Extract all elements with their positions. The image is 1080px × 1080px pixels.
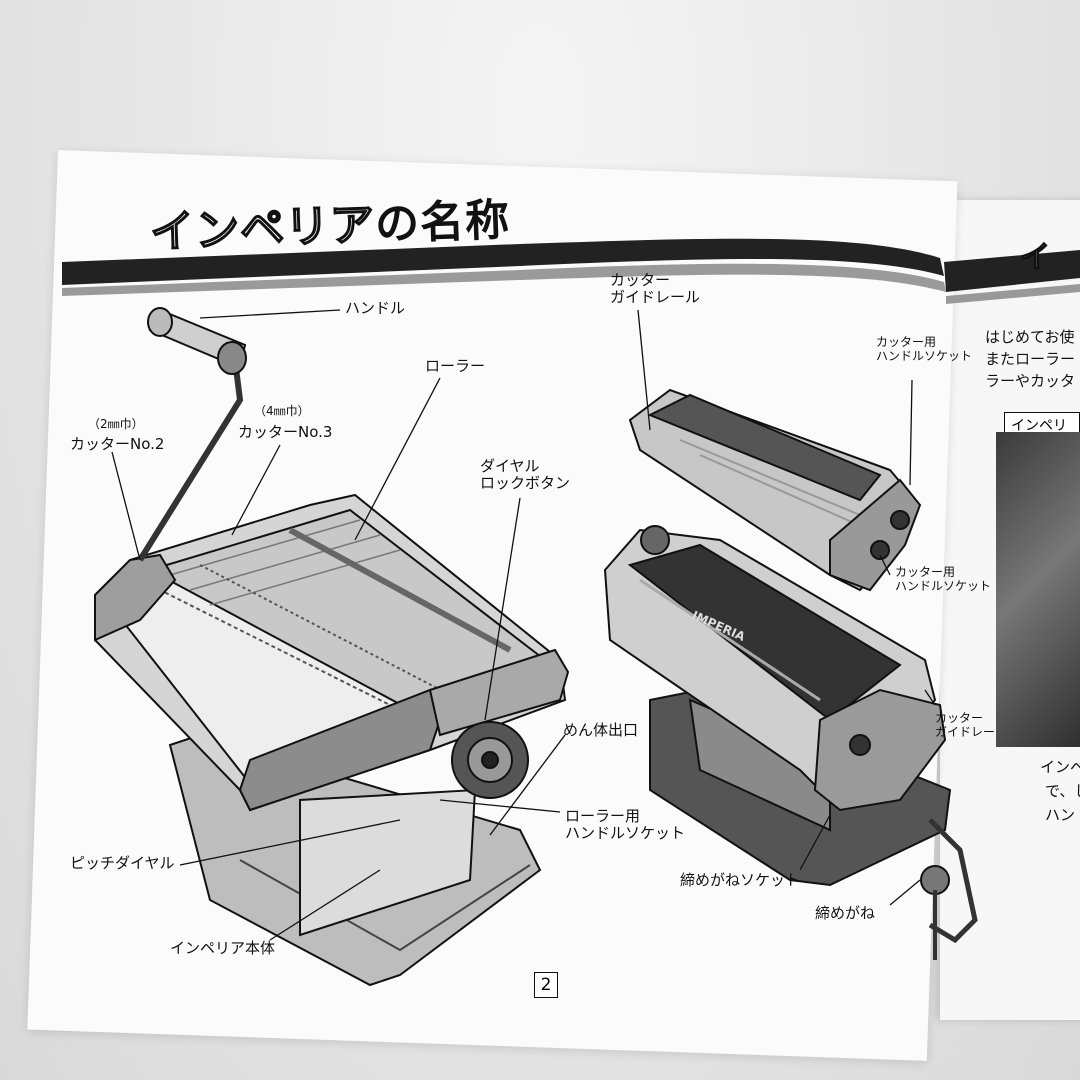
pasta-machine-right [603, 525, 978, 960]
leader-lines [111, 309, 936, 941]
label-cutter-rail-line1: カッター [610, 271, 671, 289]
label-cutter-socket: カッター用 ハンドルソケット [895, 565, 992, 594]
label-roller: ローラー [425, 357, 486, 375]
right-page-title: イ [1019, 239, 1050, 275]
right-line-6: ハン [1045, 806, 1076, 824]
cutter-attachment [628, 388, 922, 592]
label-cutter2-width: （2㎜巾） [88, 417, 144, 431]
label-cutter2: カッターNo.2 [70, 435, 165, 453]
right-photo [996, 432, 1080, 747]
label-cutter3-width: （4㎜巾） [254, 404, 310, 418]
label-noodle-outlet: めん体出口 [563, 721, 639, 739]
label-cutter-socket-line2: ハンドルソケット [895, 578, 992, 593]
label-body: インペリア本体 [170, 939, 276, 957]
right-line-3: ラーやカッタ [985, 372, 1076, 390]
label-clamp-socket: 締めがねソケット [680, 871, 801, 889]
label-roller-socket-line1: ローラー用 [565, 807, 641, 825]
header-stripe [62, 238, 1080, 304]
label-cutter-rail-small-line2: ガイドレール [935, 724, 1008, 739]
label-dial-lock-line1: ダイヤル [480, 457, 540, 475]
label-cutter-socket-top-line1: カッター用 [876, 335, 937, 349]
label-dial-lock: ダイヤル ロックボタン [480, 457, 571, 493]
label-cutter-rail-small-line1: カッター [935, 711, 984, 725]
page-title: インペリアの名称 [149, 194, 511, 259]
label-cutter-socket-top: カッター用 ハンドルソケット [876, 335, 973, 364]
label-handle: ハンドル [345, 299, 406, 317]
label-cutter3: カッターNo.3 [238, 423, 333, 441]
label-cutter-rail: カッター ガイドレール [610, 271, 701, 307]
label-clamp: 締めがね [815, 904, 876, 922]
right-line-4: インペ [1040, 758, 1080, 776]
right-line-1: はじめてお使 [985, 328, 1075, 346]
label-roller-socket-line2: ハンドルソケット [565, 824, 686, 843]
right-line-2: またローラー [985, 350, 1076, 368]
label-cutter-socket-top-line2: ハンドルソケット [876, 348, 973, 363]
label-cutter-rail-line2: ガイドレール [610, 288, 701, 307]
label-pitch-dial: ピッチダイヤル [70, 854, 175, 872]
label-roller-socket: ローラー用 ハンドルソケット [565, 807, 686, 843]
right-line-5: で、し [1045, 782, 1080, 800]
label-cutter-rail-small: カッター ガイドレール [935, 711, 1008, 740]
label-dial-lock-line2: ロックボタン [480, 474, 571, 493]
page-number: 2 [534, 972, 558, 998]
pasta-machine-left [94, 307, 570, 987]
label-cutter-socket-line1: カッター用 [895, 565, 956, 579]
